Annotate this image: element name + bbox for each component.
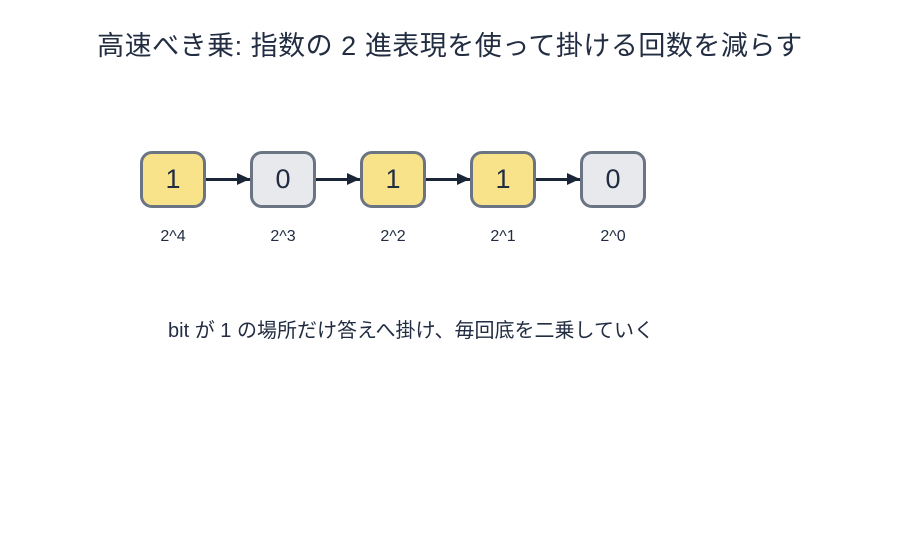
arrow-right-icon bbox=[206, 173, 250, 185]
bit-value: 0 bbox=[275, 164, 291, 194]
bit-value: 0 bbox=[605, 164, 621, 194]
arrow-right-icon bbox=[536, 173, 580, 185]
bit-box-2pow1: 1 bbox=[470, 151, 536, 208]
power-label: 2^2 bbox=[380, 228, 406, 245]
bit-value: 1 bbox=[385, 164, 401, 194]
bit-box-2pow0: 0 bbox=[580, 151, 646, 208]
bit-box-2pow4: 1 bbox=[140, 151, 206, 208]
arrow-right-icon bbox=[316, 173, 360, 185]
power-label-row: 2^4 2^3 2^2 2^1 2^0 bbox=[118, 228, 668, 246]
power-label: 2^1 bbox=[490, 228, 516, 245]
bit-value: 1 bbox=[495, 164, 511, 194]
bit-box-2pow3: 0 bbox=[250, 151, 316, 208]
bit-box-2pow2: 1 bbox=[360, 151, 426, 208]
arrow-right-icon bbox=[426, 173, 470, 185]
power-label: 2^4 bbox=[160, 228, 186, 245]
power-label: 2^0 bbox=[600, 228, 626, 245]
caption-text: bit が 1 の場所だけ答えへ掛け、毎回底を二乗していく bbox=[168, 320, 654, 342]
bit-value: 1 bbox=[165, 164, 181, 194]
power-label: 2^3 bbox=[270, 228, 296, 245]
bit-row: 1 0 1 1 0 bbox=[140, 151, 646, 208]
slide-title: 高速べき乗: 指数の 2 進表現を使って掛ける回数を減らす bbox=[97, 31, 803, 61]
